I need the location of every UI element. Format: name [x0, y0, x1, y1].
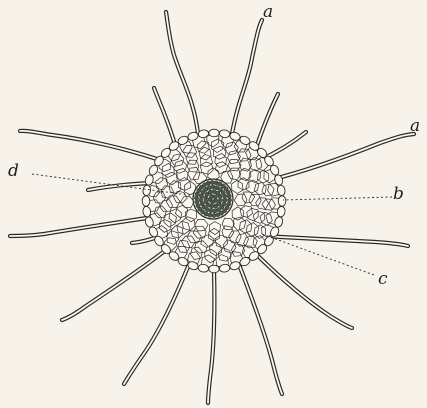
- stele-cell-47: [227, 198, 231, 202]
- stele-cell-19: [223, 194, 227, 198]
- label-a-top: a: [263, 2, 273, 22]
- stele-cell-59: [195, 200, 199, 204]
- stele-cell-45: [226, 190, 230, 194]
- stele-cell-52: [216, 213, 220, 217]
- stele-cell-12: [208, 190, 212, 194]
- stele-cell-62: [197, 188, 201, 192]
- root-hair-lumen-2: [232, 20, 262, 134]
- stele-cell-53: [212, 213, 216, 217]
- label-c: c: [378, 269, 388, 289]
- stele-cell-34: [211, 185, 215, 189]
- root-hair-9: [62, 250, 166, 320]
- stele-cell-29: [199, 198, 203, 202]
- stele-cell-39: [206, 181, 210, 185]
- epidermis-cell-21: [142, 196, 150, 206]
- stele-cell-40: [210, 180, 214, 184]
- label-b: b: [393, 184, 404, 204]
- stele-cell-5: [210, 200, 214, 204]
- stele-cell-60: [194, 196, 198, 200]
- label-a-right: a: [410, 116, 420, 136]
- stele-cell-9: [204, 200, 208, 204]
- stele-cell-15: [218, 194, 222, 198]
- root-hair-1: [166, 12, 198, 134]
- label-d: d: [8, 161, 19, 181]
- stele-cell-17: [217, 202, 221, 206]
- root-hair-13: [252, 250, 352, 328]
- root-hair-lumen-13: [252, 250, 352, 328]
- root-hair-10: [124, 262, 190, 384]
- leader-line-b: [283, 197, 392, 200]
- epidermis-cell-1: [278, 196, 286, 206]
- stele-cell-28: [200, 202, 204, 206]
- epidermis-cell-11: [209, 265, 219, 273]
- stele-cell-24: [213, 209, 217, 213]
- stele-cell-20: [223, 198, 227, 202]
- stele-cell-46: [227, 194, 231, 198]
- root-hair-lumen-3: [154, 88, 176, 148]
- stele-cell-33: [207, 186, 211, 190]
- root-hair-5: [20, 131, 160, 160]
- stele-cell-58: [196, 204, 200, 208]
- epidermis-cell-31: [209, 129, 219, 137]
- stele-cell-36: [218, 188, 222, 192]
